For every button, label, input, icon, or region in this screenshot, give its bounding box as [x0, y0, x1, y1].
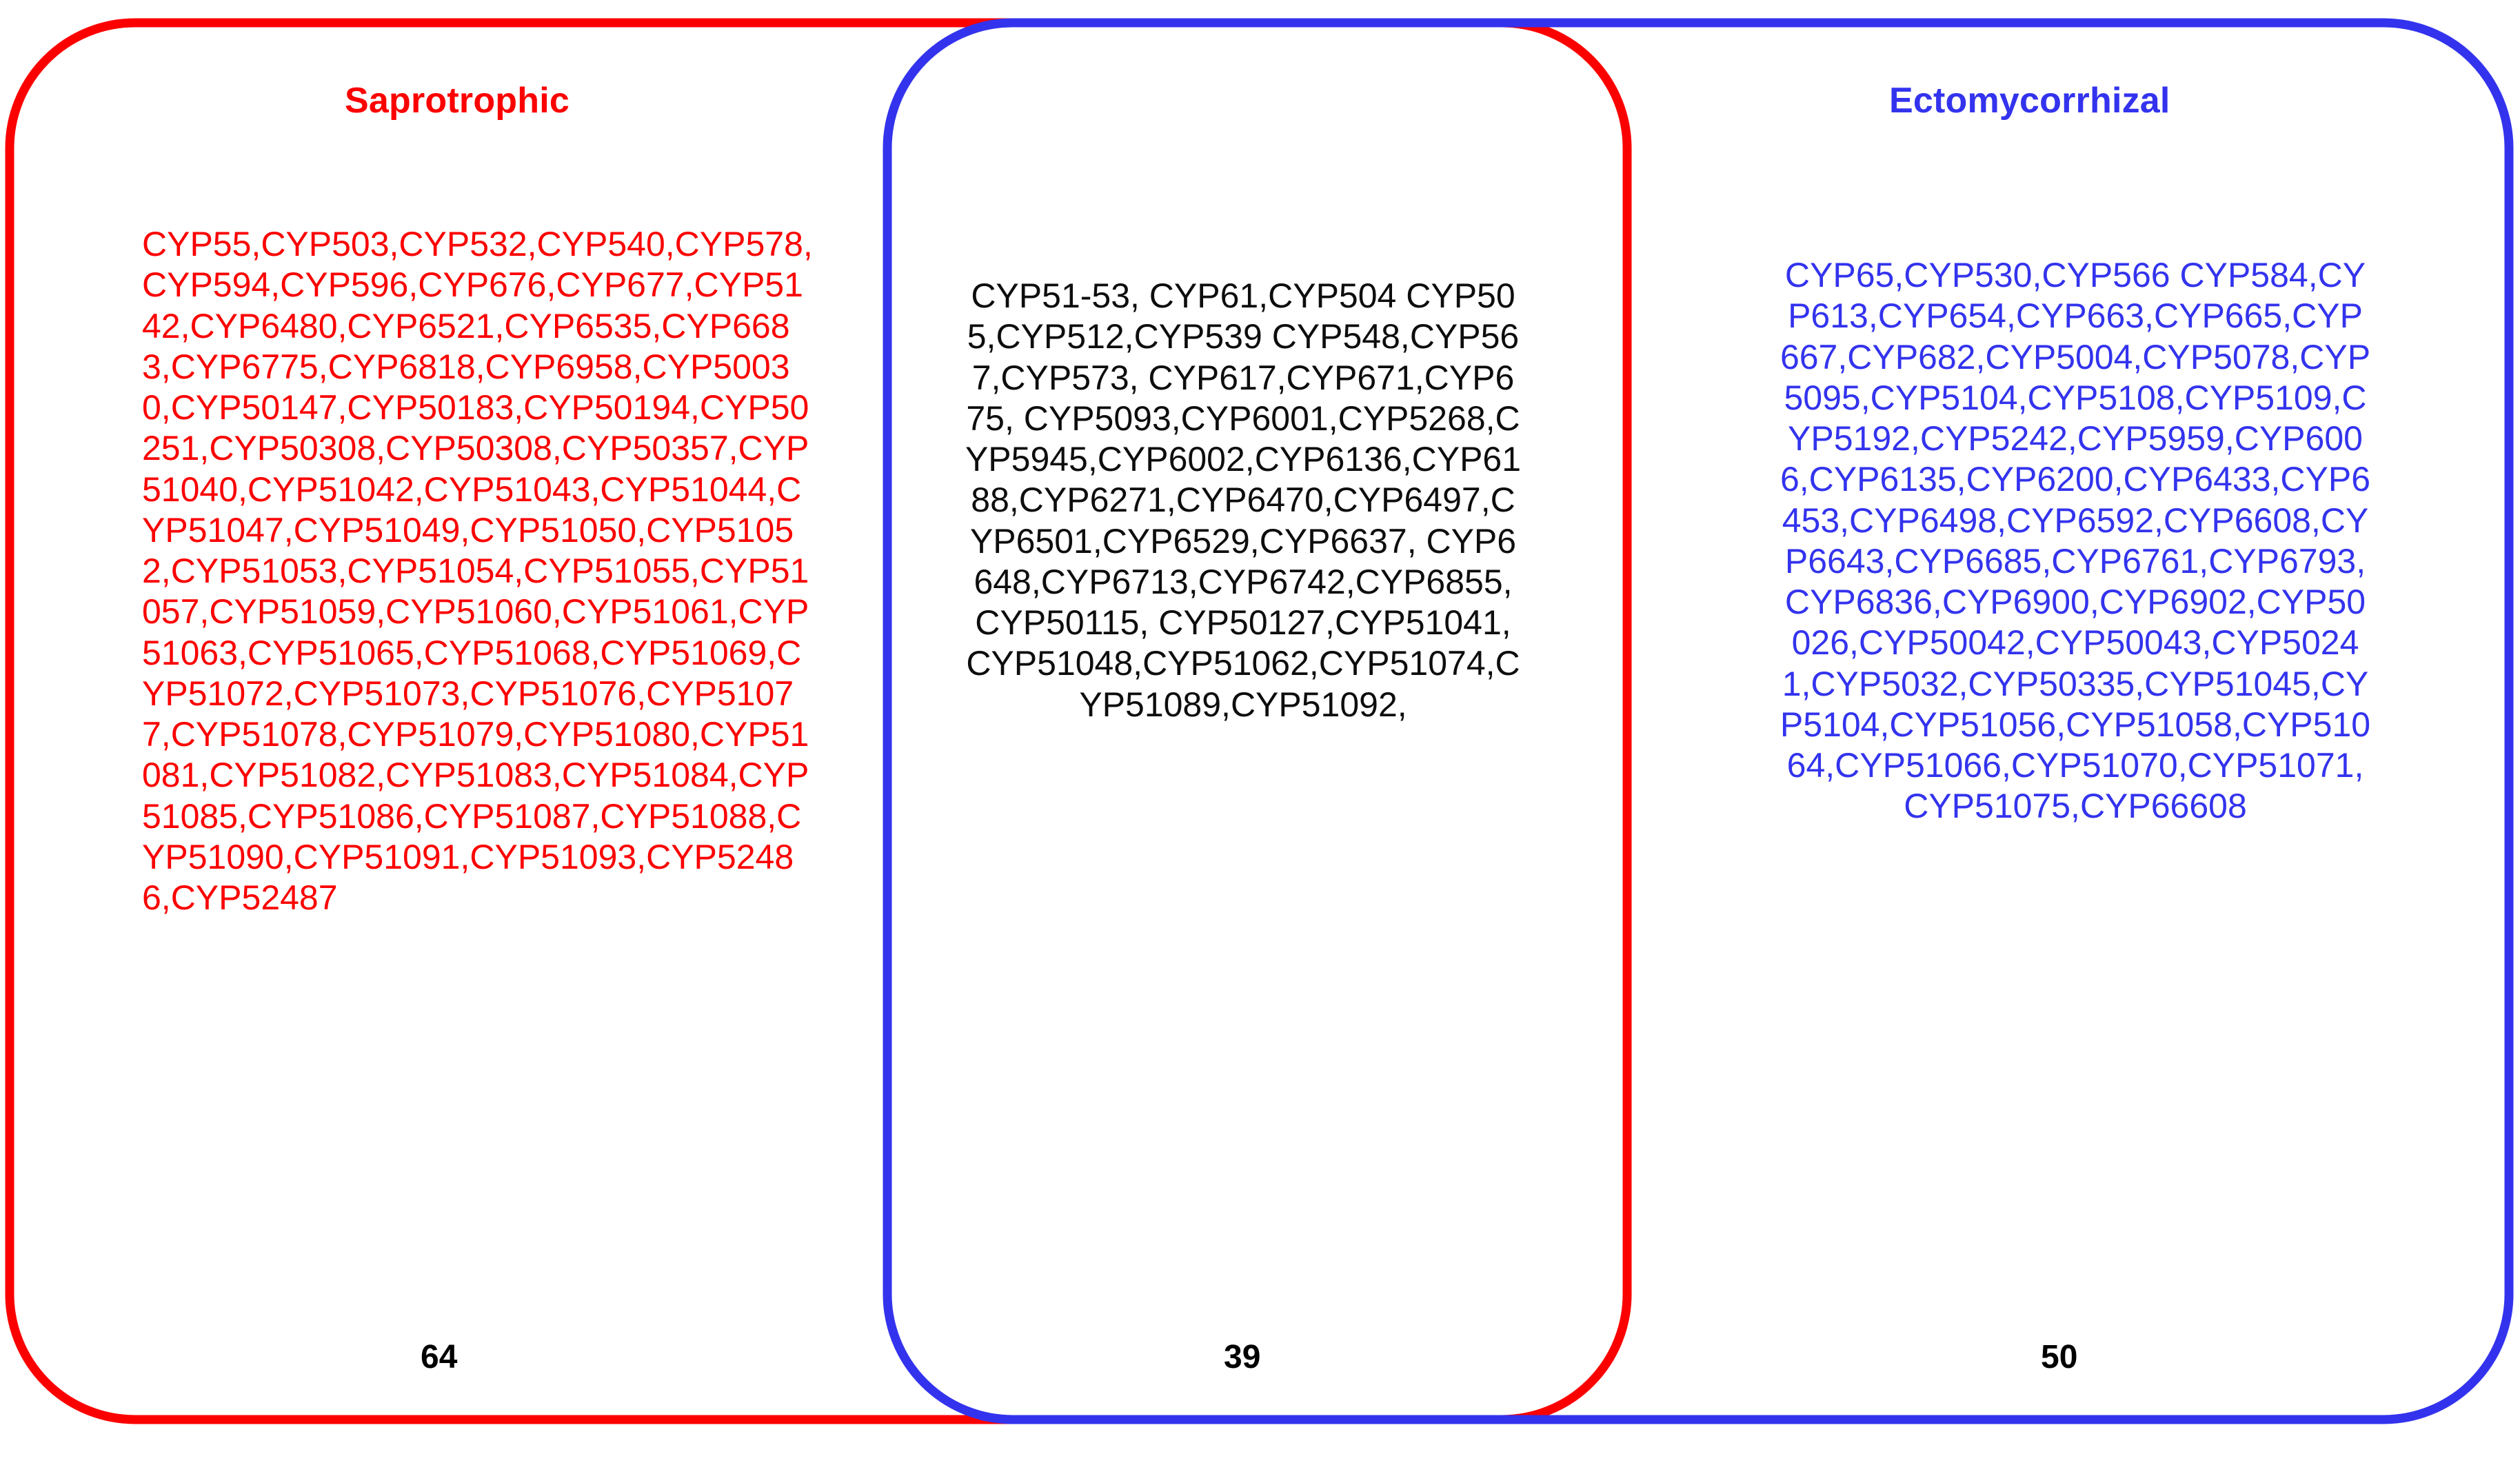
ectomycorrhizal-set-shape — [883, 18, 2514, 1424]
ectomycorrhizal-gene-list: CYP65,CYP530,CYP566 CYP584,CYP613,CYP654… — [1780, 256, 2371, 826]
saprotrophic-gene-list: CYP55,CYP503,CYP532,CYP540,CYP578,CYP594… — [142, 225, 813, 917]
saprotrophic-set-shape — [5, 18, 1632, 1424]
ectomycorrhizal-count: 50 — [2041, 1339, 2078, 1375]
shared-gene-list: CYP51-53, CYP61,CYP504 CYP505,CYP512,CYP… — [965, 276, 1522, 724]
saprotrophic-title: Saprotrophic — [345, 81, 569, 121]
saprotrophic-count: 64 — [421, 1339, 458, 1375]
ectomycorrhizal-title: Ectomycorrhizal — [1889, 81, 2170, 121]
shared-count: 39 — [1224, 1339, 1261, 1375]
